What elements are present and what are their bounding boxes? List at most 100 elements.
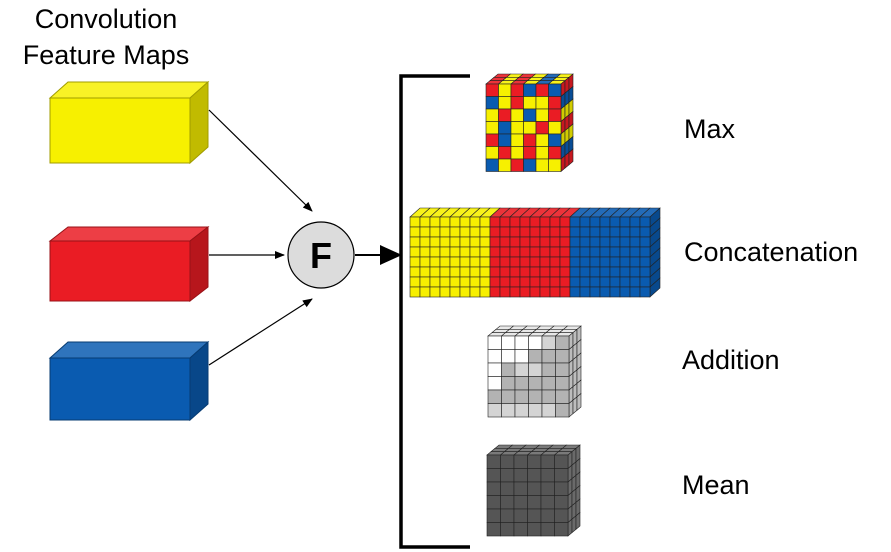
max-front-cell [535,83,549,97]
max-front-cell [485,158,499,172]
addition-front-cell [514,335,529,350]
concat-front-cell [419,266,431,278]
concat-front-cell [579,246,591,258]
mean-front-cell [554,481,569,496]
max-front-cell [535,158,549,172]
concat-front-cell [619,246,631,258]
mean-front-cell [554,468,569,483]
concat-front-cell [579,266,591,278]
concatenation-result-cube [409,207,661,298]
max-front-cell [485,96,499,110]
mean-front-cell [554,454,569,469]
addition-result-cube [487,325,582,418]
concat-front-cell [509,266,521,278]
concat-front-cell [429,266,441,278]
operation-label-mean: Mean [682,470,750,500]
addition-front-cell [514,403,529,418]
concat-front-cell [509,276,521,288]
concat-front-cell [449,246,461,258]
concat-front-cell [539,226,551,238]
yellow-feature-map [48,80,210,165]
max-front-cell [498,133,512,147]
addition-front-cell [501,389,516,404]
concat-front-cell [419,216,431,228]
mean-front-cell [486,495,501,510]
concat-front-cell [419,256,431,268]
concat-front-cell [599,226,611,238]
concat-front-cell [449,276,461,288]
concat-front-cell [589,256,601,268]
concat-front-cell [609,226,621,238]
concat-front-cell [569,236,581,248]
concat-front-cell [469,266,481,278]
max-side-cell [568,148,574,166]
max-front-cell [523,121,537,135]
concat-front-cell [439,226,451,238]
concat-front-cell [439,216,451,228]
addition-side-cell [568,399,574,418]
concat-front-cell [459,276,471,288]
concat-front-cell [619,266,631,278]
max-front-cell [548,96,562,110]
concat-front-cell [539,286,551,298]
concat-front-cell [619,256,631,268]
concat-front-cell [639,266,651,278]
concat-front-cell [559,226,571,238]
mean-front-cell [527,495,542,510]
max-front-cell [510,158,524,172]
blue-feature-map-top-face [48,341,210,359]
concat-front-cell [589,246,601,258]
concat-front-cell [499,256,511,268]
mean-front-cell [554,495,569,510]
concat-front-cell [489,216,501,228]
concat-front-cell [599,236,611,248]
mean-front-cell [486,508,501,523]
concat-front-cell [579,216,591,228]
max-front-cell [510,133,524,147]
concat-front-cell [539,246,551,258]
concat-front-cell [459,246,471,258]
concat-front-cell [559,246,571,258]
yellow-feature-map-top-face [48,81,210,99]
concat-front-cell [549,226,561,238]
arrow-blue-to-f [208,298,313,366]
concat-front-cell [629,276,641,288]
concat-front-cell [609,276,621,288]
concat-front-cell [529,246,541,258]
max-front-cell [548,108,562,122]
max-front-cell [548,158,562,172]
concat-front-cell [429,256,441,268]
concat-front-cell [469,236,481,248]
max-front-cell [498,121,512,135]
max-front-cell [485,108,499,122]
concat-front-cell [559,266,571,278]
concat-front-cell [549,276,561,288]
mean-front-cell [540,454,555,469]
concat-front-cell [479,256,491,268]
concat-front-cell [569,276,581,288]
concat-front-cell [569,226,581,238]
concat-front-cell [429,236,441,248]
max-front-cell [548,146,562,160]
concat-front-cell [589,226,601,238]
concat-front-cell [409,286,421,298]
arrow-yellow-to-f [208,109,313,212]
concat-front-cell [629,226,641,238]
concat-front-cell [639,256,651,268]
mean-front-cell [500,522,515,537]
concat-front-cell [489,236,501,248]
addition-front-cell [487,403,502,418]
concat-front-cell [609,266,621,278]
operation-label-addition: Addition [682,345,780,375]
addition-front-cell [487,362,502,377]
concat-front-cell [409,266,421,278]
addition-front-cell [501,376,516,391]
addition-side-cell [572,396,578,415]
concat-front-cell [509,256,521,268]
addition-front-cell [514,349,529,364]
concat-front-cell [479,236,491,248]
max-front-cell [548,83,562,97]
concat-front-cell [449,216,461,228]
concat-front-cell [469,216,481,228]
